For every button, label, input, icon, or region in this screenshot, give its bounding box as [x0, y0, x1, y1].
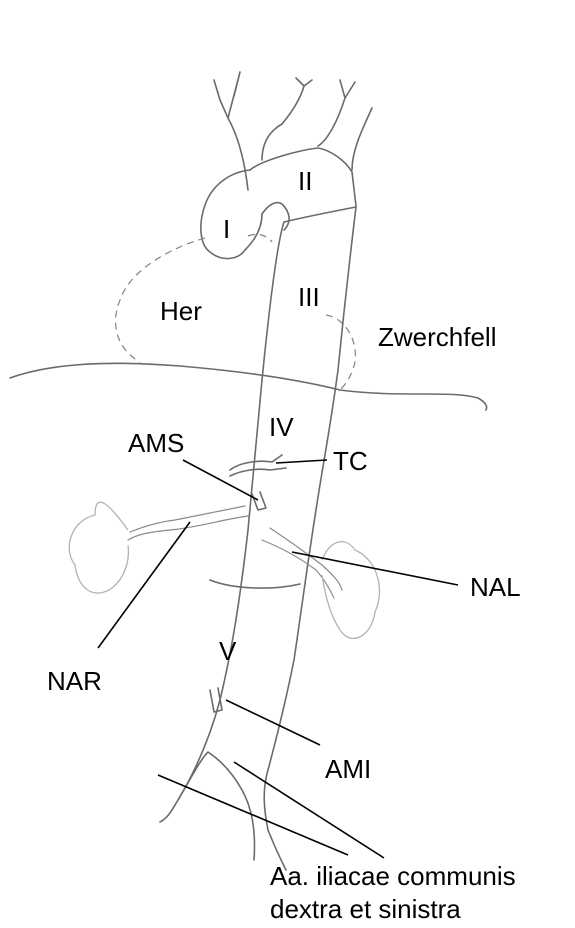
boundary-2-3: [284, 207, 356, 222]
leader-nar: [98, 522, 190, 648]
kidney-right: [69, 502, 128, 593]
label-segment-4: IV: [269, 412, 294, 442]
leader-tc: [276, 460, 327, 463]
renal-right: [128, 506, 248, 540]
label-iliac-line2: dextra et sinistra: [270, 894, 461, 924]
diaphragm-dome: [326, 315, 355, 390]
label-nal: NAL: [470, 572, 521, 602]
leader-iliac-right: [158, 775, 348, 855]
label-nar: NAR: [47, 666, 102, 696]
sma-stub: [252, 492, 266, 510]
label-segment-3: III: [298, 282, 320, 312]
leader-ams: [183, 460, 258, 500]
ima-stub: [210, 688, 222, 712]
heart-outline-right: [248, 234, 272, 242]
label-ami: AMI: [325, 754, 371, 784]
segment-1-outline: [201, 170, 289, 259]
boundary-4-5: [210, 580, 300, 588]
label-segment-2: II: [298, 166, 312, 196]
label-iliac-line1: Aa. iliacae communis: [270, 861, 516, 891]
diaphragm-line: [10, 363, 487, 410]
leader-ami: [226, 700, 320, 745]
label-diaphragm: Zwerchfell: [378, 322, 496, 352]
label-segment-5: V: [219, 636, 237, 666]
label-ams: AMS: [128, 428, 184, 458]
label-heart: Her: [160, 296, 202, 326]
label-tc: TC: [333, 446, 368, 476]
celiac-trunk: [230, 455, 286, 476]
kidney-left: [322, 542, 379, 639]
leader-nal: [292, 552, 458, 585]
label-segment-1: I: [223, 214, 230, 244]
